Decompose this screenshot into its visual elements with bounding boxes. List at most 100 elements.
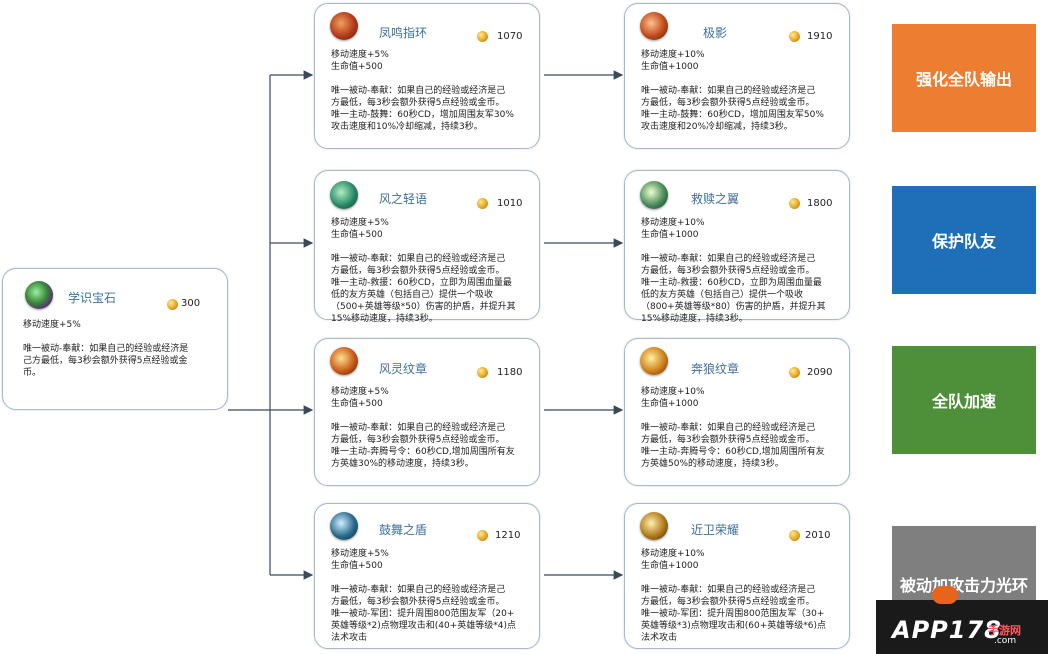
desc-line: 移动速度+5% <box>331 387 389 397</box>
item-price: 1070 <box>497 31 523 42</box>
desc-line: 移动速度+5% <box>331 218 389 228</box>
gold-coin-icon <box>477 530 488 541</box>
item-description: 移动速度+10% 生命值+1000 唯一被动-奉献：如果自己的经验或经济是己 方… <box>641 548 826 644</box>
desc-line: 唯一被动-军团：提升周围800范围友军（20+ <box>331 609 515 619</box>
shadow-blade-icon <box>640 12 668 40</box>
desc-line: 低的友方英雄（包括自己）提供一个吸收 <box>641 290 804 300</box>
tier2-item-card[interactable]: 鼓舞之盾 1210 移动速度+5% 生命值+500 唯一被动-奉献：如果自己的经… <box>314 503 540 649</box>
desc-line <box>641 410 825 422</box>
desc-line: 方最低，每3秒会额外获得5点经验或金币。 <box>641 98 815 108</box>
desc-line: 方最低，每3秒会额外获得5点经验或金币。 <box>331 266 505 276</box>
tier2-item-card[interactable]: 风灵纹章 1180 移动速度+5% 生命值+500 唯一被动-奉献：如果自己的经… <box>314 338 540 486</box>
desc-line: 方最低，每3秒会额外获得5点经验或金币。 <box>331 98 505 108</box>
desc-line <box>641 572 826 584</box>
category-box: 全队加速 <box>892 346 1036 454</box>
item-price: 2090 <box>807 367 833 378</box>
item-description: 移动速度+10% 生命值+1000 唯一被动-奉献：如果自己的经验或经济是己 方… <box>641 217 826 325</box>
desc-line: 唯一被动-奉献：如果自己的经验或经济是己 <box>331 585 506 595</box>
item-name: 学识宝石 <box>68 291 117 305</box>
gold-coin-icon <box>789 367 800 378</box>
root-item-card[interactable]: 学识宝石 300 移动速度+5% 唯一被动-奉献：如果自己的经验或经济是 己方最… <box>2 268 228 410</box>
item-price: 2010 <box>805 530 831 541</box>
gold-coin-icon <box>477 367 488 378</box>
tier3-item-card[interactable]: 近卫荣耀 2010 移动速度+10% 生命值+1000 唯一被动-奉献：如果自己… <box>624 503 850 649</box>
tier2-item-card[interactable]: 凤鸣指环 1070 移动速度+5% 生命值+500 唯一被动-奉献：如果自己的经… <box>314 3 540 149</box>
item-description: 移动速度+5% 生命值+500 唯一被动-奉献：如果自己的经验或经济是己 方最低… <box>331 49 514 133</box>
desc-line: 唯一被动-军团：提升周围800范围友军（30+ <box>641 609 825 619</box>
shield-icon <box>330 512 358 540</box>
desc-line: 唯一被动-奉献：如果自己的经验或经济是己 <box>641 423 816 433</box>
gem-icon <box>25 281 53 309</box>
desc-line: 15%移动速度，持续3秒。 <box>641 314 748 324</box>
item-price: 300 <box>181 298 201 309</box>
category-box: 强化全队输出 <box>892 24 1036 132</box>
watermark-logo: APP178 手游网 .com <box>876 586 1048 654</box>
tier3-item-card[interactable]: 极影 1910 移动速度+10% 生命值+1000 唯一被动-奉献：如果自己的经… <box>624 3 850 149</box>
mascot-icon <box>932 586 958 604</box>
item-name: 风之轻语 <box>379 192 428 206</box>
desc-line <box>331 241 516 253</box>
item-description: 移动速度+10% 生命值+1000 唯一被动-奉献：如果自己的经验或经济是己 方… <box>641 386 825 470</box>
feather-icon <box>330 181 358 209</box>
desc-line <box>641 73 824 85</box>
desc-line: 移动速度+10% <box>641 50 705 60</box>
ring-icon <box>330 12 358 40</box>
item-description: 移动速度+5% 生命值+500 唯一被动-奉献：如果自己的经验或经济是己 方最低… <box>331 217 516 325</box>
desc-line: 法术攻击 <box>331 633 368 643</box>
desc-line: 攻击速度和10%冷却缩减，持续3秒。 <box>331 122 483 132</box>
desc-line: 移动速度+10% <box>641 218 705 228</box>
tier2-item-card[interactable]: 风之轻语 1010 移动速度+5% 生命值+500 唯一被动-奉献：如果自己的经… <box>314 170 540 324</box>
guard-glory-icon <box>640 512 668 540</box>
item-price: 1800 <box>807 198 833 209</box>
desc-line: 方最低，每3秒会额外获得5点经验或金币。 <box>331 597 505 607</box>
gold-coin-icon <box>477 31 488 42</box>
gold-coin-icon <box>167 299 178 310</box>
desc-line: 生命值+1000 <box>641 561 699 571</box>
item-description: 移动速度+5% 唯一被动-奉献：如果自己的经验或经济是 己方最低，每3秒会额外获… <box>23 319 188 379</box>
desc-line: 生命值+500 <box>331 230 383 240</box>
gold-coin-icon <box>789 530 800 541</box>
desc-line: 己方最低，每3秒会额外获得5点经验或金 <box>23 356 188 366</box>
category-box: 被动加攻击力光环 <box>892 526 1036 600</box>
watermark-text: APP178 <box>892 616 1002 644</box>
desc-line: 15%移动速度，持续3秒。 <box>331 314 438 324</box>
desc-line: 唯一主动-奔腾号令：60秒CD,增加周围所有友 <box>641 447 825 457</box>
item-name: 奔狼纹章 <box>691 362 740 376</box>
item-name: 极影 <box>703 26 728 40</box>
desc-line: 攻击速度和20%冷却缩减，持续3秒。 <box>641 122 793 132</box>
desc-line: 唯一被动-奉献：如果自己的经验或经济是己 <box>331 423 506 433</box>
desc-line: 方最低，每3秒会额外获得5点经验或金币。 <box>641 435 815 445</box>
item-description: 移动速度+5% 生命值+500 唯一被动-奉献：如果自己的经验或经济是己 方最低… <box>331 386 515 470</box>
desc-line: 生命值+1000 <box>641 399 699 409</box>
desc-line: 方英雄30%的移动速度，持续3秒。 <box>331 459 474 469</box>
wing-icon <box>640 181 668 209</box>
desc-line: 唯一被动-奉献：如果自己的经验或经济是己 <box>641 86 816 96</box>
watermark-sub: 手游网 <box>988 624 1021 637</box>
desc-line: 唯一被动-奉献：如果自己的经验或经济是 <box>23 344 189 354</box>
item-price: 1210 <box>495 530 521 541</box>
item-name: 鼓舞之盾 <box>379 523 428 537</box>
wolf-emblem-icon <box>640 347 668 375</box>
desc-line <box>23 331 188 343</box>
desc-line: 生命值+500 <box>331 561 383 571</box>
desc-line: （500+英雄等级*50）伤害的护盾，并提升其 <box>331 302 516 312</box>
desc-line <box>641 241 826 253</box>
desc-line: 生命值+500 <box>331 399 383 409</box>
desc-line: 唯一被动-奉献：如果自己的经验或经济是己 <box>641 585 816 595</box>
desc-line: 唯一主动-鼓舞：60秒CD，增加周围友军50% <box>641 110 824 120</box>
desc-line: 唯一主动-救援：60秒CD，立即为周围血量最 <box>331 278 512 288</box>
category-box: 保护队友 <box>892 186 1036 294</box>
desc-line <box>331 73 514 85</box>
desc-line: 生命值+1000 <box>641 62 699 72</box>
gold-coin-icon <box>477 198 488 209</box>
desc-line: 移动速度+5% <box>331 50 389 60</box>
tier3-item-card[interactable]: 救赎之翼 1800 移动速度+10% 生命值+1000 唯一被动-奉献：如果自己… <box>624 170 850 324</box>
gold-coin-icon <box>789 31 800 42</box>
desc-line: 低的友方英雄（包括自己）提供一个吸收 <box>331 290 494 300</box>
desc-line: 方最低，每3秒会额外获得5点经验或金币。 <box>641 597 815 607</box>
gold-coin-icon <box>789 198 800 209</box>
item-name: 风灵纹章 <box>379 362 428 376</box>
item-description: 移动速度+10% 生命值+1000 唯一被动-奉献：如果自己的经验或经济是己 方… <box>641 49 824 133</box>
tier3-item-card[interactable]: 奔狼纹章 2090 移动速度+10% 生命值+1000 唯一被动-奉献：如果自己… <box>624 338 850 486</box>
